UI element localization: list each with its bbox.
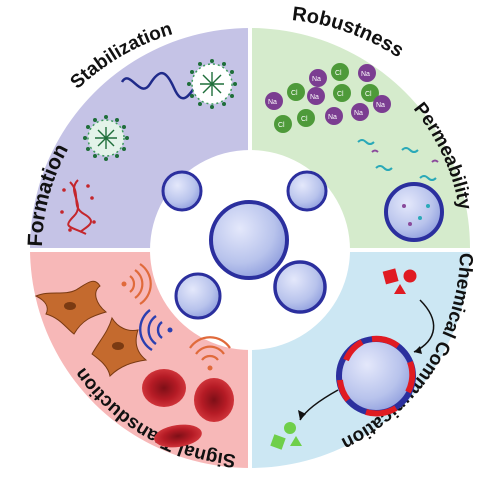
vesicle-icon	[161, 170, 203, 212]
svg-text:Na: Na	[310, 94, 319, 101]
svg-text:Na: Na	[354, 110, 363, 117]
red-blood-cell-icon	[194, 378, 234, 422]
svg-text:Cl: Cl	[291, 90, 298, 97]
svg-text:Cl: Cl	[278, 122, 285, 129]
communicating-vesicle-icon	[336, 335, 416, 417]
cell-icon	[91, 316, 148, 378]
svg-text:Cl: Cl	[301, 116, 308, 123]
svg-text:Na: Na	[361, 71, 370, 78]
circle-molecule-icon	[284, 422, 296, 434]
svg-text:Na: Na	[376, 102, 385, 109]
polymer-strand-icon	[60, 179, 96, 235]
vesicle-icon	[273, 260, 327, 314]
svg-text:Na: Na	[268, 99, 277, 106]
cell-icon	[34, 280, 108, 335]
red-blood-cell-icon	[142, 369, 186, 407]
polymer-coil-icon	[120, 72, 200, 100]
circle-molecule-icon	[403, 269, 417, 283]
svg-text:Cl: Cl	[337, 91, 344, 98]
micelle-icon	[83, 115, 129, 161]
square-molecule-icon	[270, 434, 286, 450]
triangle-molecule-icon	[394, 284, 406, 294]
red-blood-cell-icon	[154, 424, 202, 448]
svg-text:Na: Na	[312, 76, 321, 83]
svg-text:Cl: Cl	[335, 70, 342, 77]
center-vesicles	[161, 170, 328, 320]
wireless-signal-icon	[139, 309, 173, 352]
svg-text:Na: Na	[328, 114, 337, 121]
square-molecule-icon	[382, 268, 399, 285]
ion-pair-icon: Na Cl Na Cl Na Cl Na Cl Cl Na Cl Na Na	[265, 63, 391, 133]
micelle-icon	[187, 59, 237, 109]
triangle-molecule-icon	[290, 436, 302, 446]
svg-text:Cl: Cl	[365, 91, 372, 98]
wireless-signal-icon	[121, 263, 152, 305]
vesicle-icon	[384, 182, 444, 242]
vesicle-icon	[209, 200, 289, 280]
vesicle-icon	[174, 272, 222, 320]
vesicle-icon	[286, 170, 328, 212]
wireless-signal-icon	[189, 336, 231, 371]
